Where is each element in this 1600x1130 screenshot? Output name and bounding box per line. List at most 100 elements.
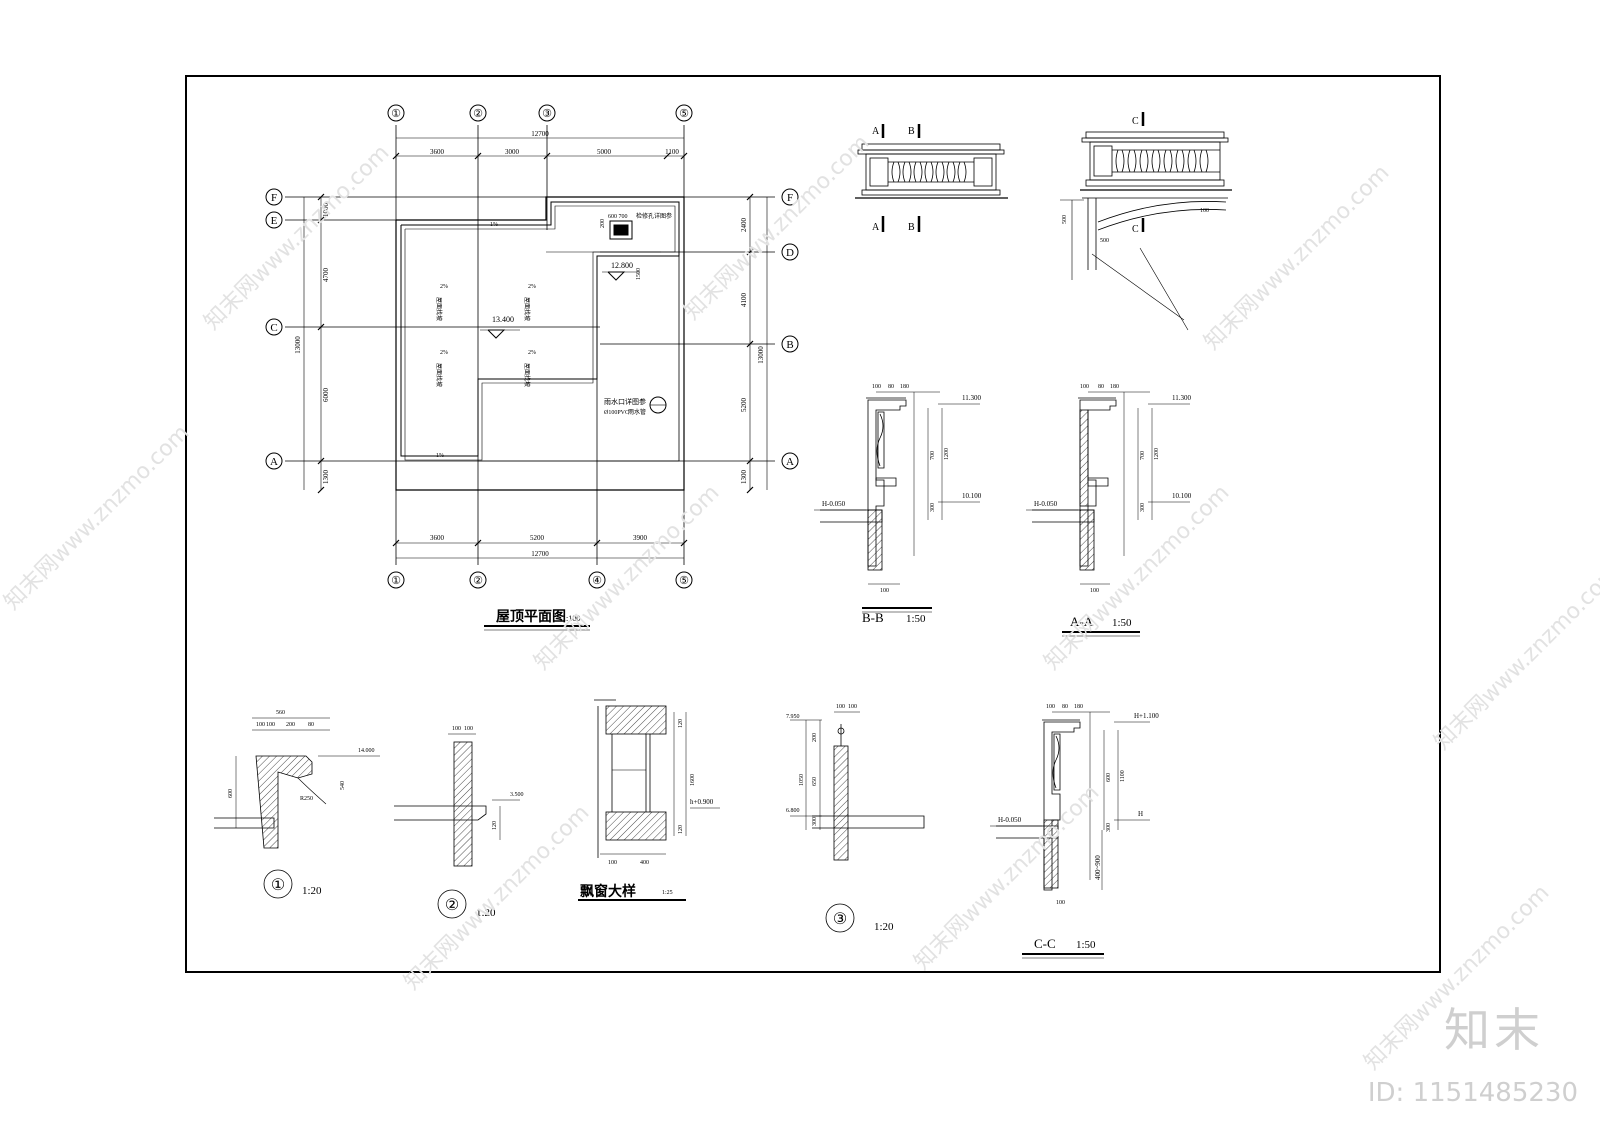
detail-1 [214,717,380,899]
aa-dim-3: 180 [1110,384,1119,390]
cc-range: 400~900 [1094,855,1102,880]
axis-top-2: ② [473,108,483,120]
axis-top-5: ⑤ [679,108,689,120]
bb-dim-2: 80 [888,384,894,390]
axis-right-a: A [786,456,794,468]
axis-bottom-2: ② [473,575,483,587]
dim-left-3: 6000 [322,388,330,403]
d3-elev-low: 6.800 [786,808,800,814]
bb-dim-4: 700 [930,451,936,460]
axis-top-1: ① [391,108,401,120]
balusters-c [1115,149,1209,173]
d1-scale: 1:20 [302,885,322,897]
brand-logo: 知末 [1444,1003,1544,1057]
elevation-main: 13.400 [492,315,514,324]
d2-dim-1: 100 [452,726,461,732]
section-aa-text: 11.300 10.100 H-0.050 100 80 180 700 120… [1034,384,1192,629]
hatch-dim-side: 200 [600,219,606,228]
d3-dim-5: 650 [812,777,818,786]
dim-bottom-3: 3900 [633,534,648,542]
cc-floor: H-0.050 [998,816,1022,824]
aa-dim-7: 100 [1090,588,1099,594]
axis-right-f: F [787,192,793,204]
d3-elev-top: 7.950 [786,714,800,720]
bw-scale: 1:25 [662,890,673,896]
aa-floor: H-0.050 [1034,500,1058,508]
cc-dim-7: 100 [1056,900,1065,906]
bw-dim-3: 120 [678,825,684,834]
detail-2-text: 100 100 120 3.500 ② 1:20 [445,726,524,919]
balustrade-c-labels: C C 500 500 100 [1062,116,1209,244]
aa-dim-1: 100 [1080,384,1089,390]
d2-dim-3: 120 [492,821,498,830]
detail-1-text: 560 100 100 200 80 600 540 R250 14.000 ①… [228,710,375,897]
dim-c-1: 500 [1062,215,1068,224]
label-a-top: A [872,126,880,137]
section-cc-text: H+1.100 H H-0.050 100 80 180 600 1100 30… [998,704,1159,951]
dim-left-2: 4700 [322,268,330,283]
d1-dim-1: 560 [276,710,285,716]
d1-dim-7: 540 [340,781,346,790]
axis-left-e: E [271,215,278,227]
slope-2pct-1: 2% [440,284,448,290]
dim-right-total: 13000 [757,346,765,364]
dim-bottom-1: 3600 [430,534,445,542]
label-c-top: C [1132,116,1139,127]
label-b-bottom: B [908,222,915,233]
bb-title: B-B [862,610,884,625]
d2-dim-2: 100 [464,726,473,732]
dim-c-3: 100 [1200,208,1209,214]
roof-note-4: 屋面找坡 [523,363,531,387]
bw-elev: h+0.900 [690,798,714,806]
plan-scale: 1:100 [562,614,580,623]
d2-num: ② [445,897,459,914]
bw-title: 飘窗大样 [580,883,636,900]
dim-left-total: 13000 [294,336,302,354]
cc-dim-2: 80 [1062,704,1068,710]
d1-dim-3: 100 [266,722,275,728]
plan-title: 屋顶平面图 [496,609,566,625]
d2-elev: 3.500 [510,792,524,798]
d1-dim-4: 200 [286,722,295,728]
roof-note-1: 屋面找坡 [435,297,443,321]
d1-dim-6: 600 [228,789,234,798]
cc-dim-3: 180 [1074,704,1083,710]
detail-3-text: 7.950 6.800 100 100 200 1050 650 300 ③ 1… [786,704,894,933]
label-c-bottom: C [1132,224,1139,235]
d3-dim-2: 100 [848,704,857,710]
bw-dim-4: 100 [608,860,617,866]
bw-dim-2: 1600 [690,774,696,786]
sheet-border [185,75,1441,973]
dim-top-3: 5000 [597,148,612,156]
bb-scale: 1:50 [906,613,926,625]
d3-dim-3: 200 [812,733,818,742]
elevation-low: 12.800 [611,261,633,270]
section-aa [1026,391,1190,637]
dim-right-2: 4100 [740,293,748,308]
axis-bottom-5: ⑤ [679,575,689,587]
dim-top-2: 3000 [505,148,520,156]
dim-bottom-total: 12700 [531,550,549,558]
dim-top-1: 3600 [430,148,445,156]
bb-dim-7: 100 [880,588,889,594]
slope-2pct-3: 2% [440,350,448,356]
slope-2pct-2: 2% [528,284,536,290]
balusters-ab [891,161,967,183]
d1-num: ① [271,877,285,894]
drain-note: 雨水口详图参 [604,397,646,406]
label-a-bottom: A [872,222,880,233]
dim-right-4: 1300 [740,470,748,485]
dim-top-4: 1100 [665,148,679,156]
axis-left-f: F [271,192,277,204]
roof-plan-text: ① ② ③ ⑤ ① ② ④ ⑤ F E C A F D B A 12700 36… [270,108,794,625]
bb-floor: H-0.050 [822,500,846,508]
d1-dim-2: 100 [256,722,265,728]
d3-dim-4: 1050 [799,774,805,786]
axis-right-b: B [786,339,793,351]
detail-3 [790,711,925,933]
aa-dim-6: 300 [1140,503,1146,512]
cc-dim-6: 300 [1106,823,1112,832]
dim-left-4: 1300 [322,470,330,485]
d3-dim-1: 100 [836,704,845,710]
d3-scale: 1:20 [874,921,894,933]
